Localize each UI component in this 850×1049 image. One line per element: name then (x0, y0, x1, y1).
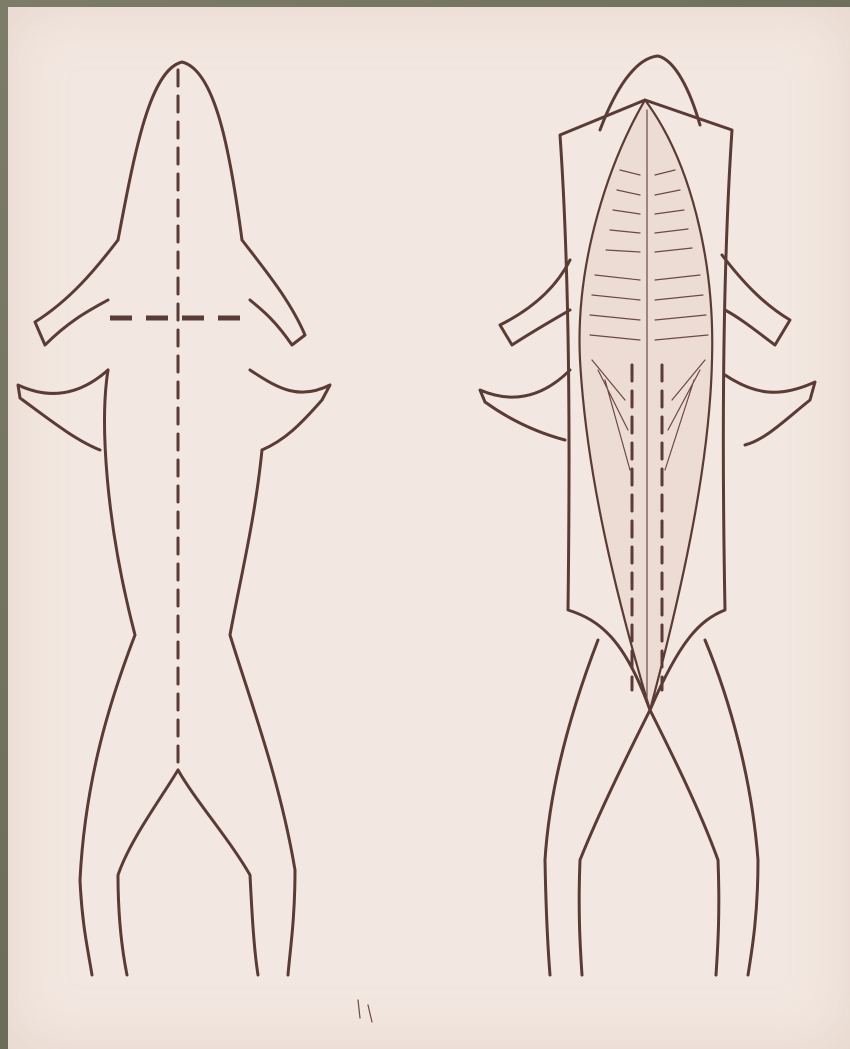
left-frog-right-arm (242, 240, 305, 345)
right-frog-left-inner-leg (579, 710, 650, 975)
right-frog-left-forearm (480, 370, 570, 440)
right-frog-right-arm (722, 255, 790, 345)
right-frog-right-forearm (725, 375, 815, 445)
left-frog-body-left-side (80, 370, 135, 975)
right-frog-left-outer-leg (545, 640, 598, 975)
left-frog-head-outline (118, 62, 242, 240)
right-frog-exposed-muscles (580, 100, 713, 710)
stray-ink-mark (358, 1000, 372, 1022)
right-frog-right-outer-leg (705, 640, 758, 975)
right-frog-diagram (480, 56, 815, 975)
left-frog-right-forearm (250, 370, 330, 450)
right-frog-right-inner-leg (650, 710, 719, 975)
left-frog-left-arm (35, 240, 118, 345)
right-frog-left-arm (500, 260, 570, 345)
left-frog-left-forearm (18, 370, 108, 450)
left-frog-inner-left-leg (118, 770, 178, 975)
left-frog-diagram (18, 62, 330, 975)
left-frog-body-right-side (230, 450, 295, 975)
left-frog-inner-right-leg (178, 770, 258, 975)
